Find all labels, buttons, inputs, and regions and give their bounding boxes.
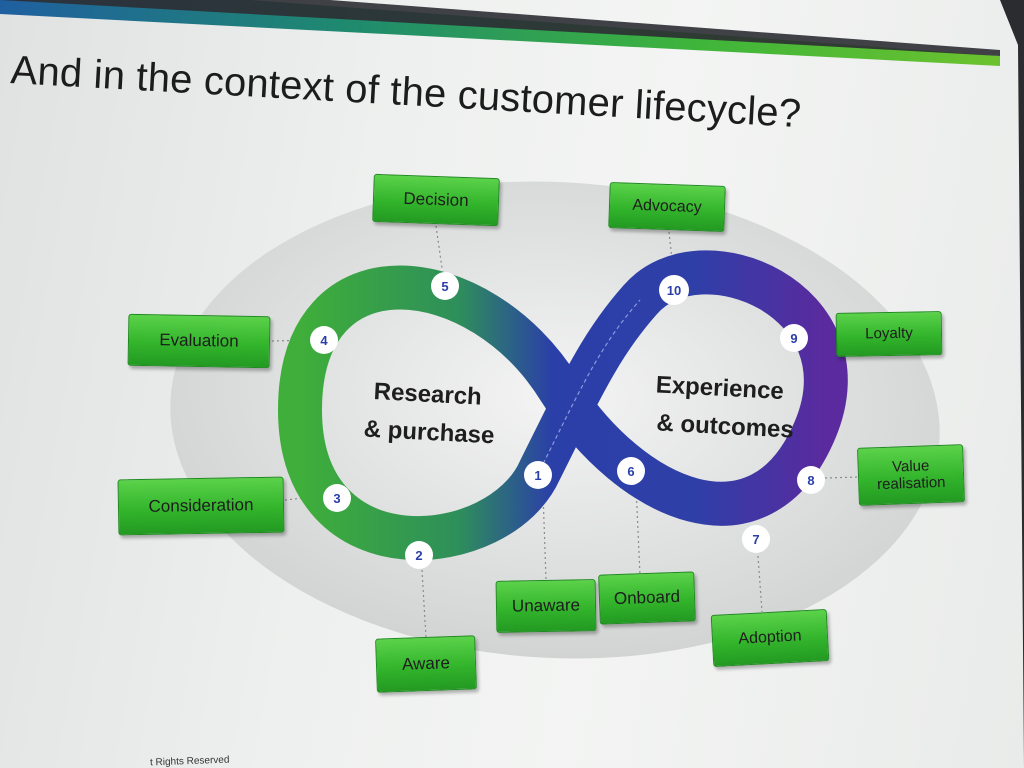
stage-box-evaluation: Evaluation xyxy=(127,313,271,369)
svg-text:1: 1 xyxy=(534,468,541,483)
stage-box-onboard: Onboard xyxy=(598,571,696,625)
svg-text:5: 5 xyxy=(441,279,448,294)
stage-marker-8: 8 xyxy=(797,466,825,494)
svg-text:2: 2 xyxy=(415,548,422,563)
svg-text:4: 4 xyxy=(320,333,328,348)
svg-text:6: 6 xyxy=(627,464,634,479)
stage-marker-4: 4 xyxy=(310,326,338,354)
stage-marker-9: 9 xyxy=(780,324,808,352)
svg-text:10: 10 xyxy=(667,283,681,298)
stage-marker-5: 5 xyxy=(431,272,459,300)
right-hub-label: Experience & outcomes xyxy=(653,371,796,443)
stage-marker-6: 6 xyxy=(617,457,645,485)
stage-box-loyalty: Loyalty xyxy=(835,311,943,357)
footer-copyright: t Rights Reserved xyxy=(149,754,230,768)
stage-box-advocacy: Advocacy xyxy=(608,181,726,233)
stage-box-consideration: Consideration xyxy=(117,476,285,536)
stage-marker-3: 3 xyxy=(323,484,351,512)
slide-header-band xyxy=(0,0,1000,66)
svg-text:9: 9 xyxy=(790,331,797,346)
svg-text:3: 3 xyxy=(333,491,340,506)
stage-box-value-realisation: Value realisation xyxy=(857,444,965,506)
svg-text:8: 8 xyxy=(807,473,814,488)
stage-marker-1: 1 xyxy=(524,461,552,489)
stage-box-aware: Aware xyxy=(375,635,477,693)
stage-marker-7: 7 xyxy=(742,525,770,553)
stage-box-adoption: Adoption xyxy=(710,609,830,667)
stage-number-markers: 1 2 3 4 5 6 7 8 9 10 xyxy=(310,272,825,569)
stage-marker-2: 2 xyxy=(405,541,433,569)
svg-text:7: 7 xyxy=(752,532,759,547)
stage-box-unaware: Unaware xyxy=(495,579,597,633)
stage-marker-10: 10 xyxy=(659,275,689,305)
stage-box-decision: Decision xyxy=(372,173,500,227)
